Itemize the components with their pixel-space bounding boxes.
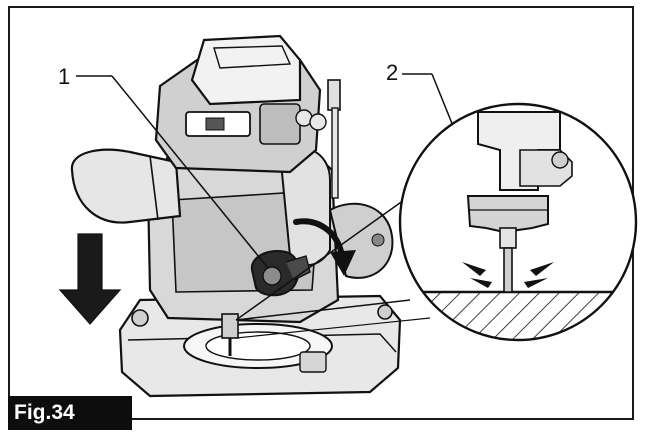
zoom-detail-circle (398, 102, 638, 342)
callout-1-leader (111, 75, 269, 269)
down-arrow-icon (58, 233, 122, 325)
zoom-leader-lines (235, 199, 431, 339)
figure-label: Fig.34 (8, 396, 132, 430)
motor-top (154, 34, 341, 199)
callout-number-1: 1 (58, 64, 71, 89)
router-base (118, 294, 402, 398)
router-bit (221, 313, 239, 356)
contact-burst-icon (462, 262, 554, 288)
callout-number-2: 2 (386, 60, 399, 85)
curved-arrow-icon (293, 218, 356, 276)
side-handle (70, 148, 182, 224)
